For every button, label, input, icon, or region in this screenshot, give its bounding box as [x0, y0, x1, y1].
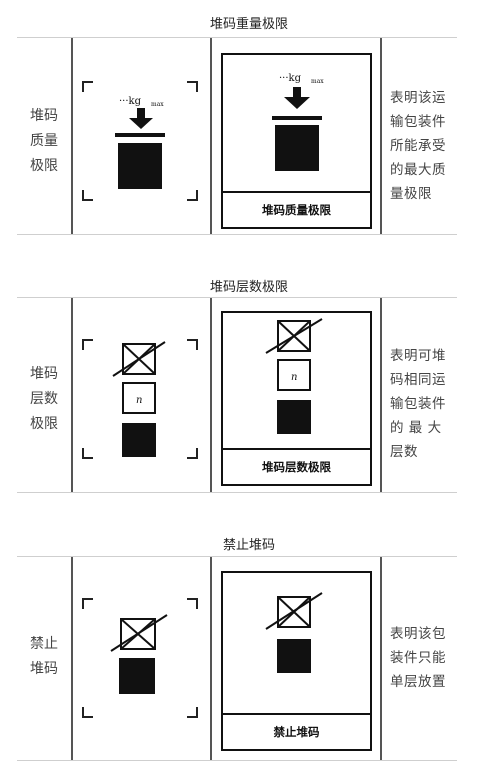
panel-caption: 堆码质量极限	[223, 191, 370, 227]
divider	[210, 298, 212, 493]
divider	[17, 234, 457, 235]
stacking-layer-limit-icon: n	[265, 318, 323, 434]
side-label-line: 极限	[30, 416, 58, 432]
divider	[71, 38, 73, 235]
layer-mark-text: n	[136, 395, 142, 406]
side-label-stack-mass: 堆码 质量 极限	[22, 104, 66, 179]
divider	[210, 557, 212, 760]
description-line: 所能承受	[390, 138, 446, 154]
mass-mark-text: ···kg	[279, 73, 302, 84]
panel-caption: 堆码层数极限	[223, 448, 370, 484]
panel-caption: 禁止堆码	[223, 713, 370, 749]
description-line: 量极限	[390, 186, 432, 202]
divider	[71, 298, 73, 493]
side-label-line: 层数	[30, 391, 58, 407]
side-label-no-stacking: 禁止 堆码	[22, 632, 66, 682]
description-line: 单层放置	[390, 674, 446, 690]
side-label-line: 质量	[30, 133, 58, 149]
divider	[210, 38, 212, 235]
divider	[17, 492, 457, 493]
stacking-mass-limit-icon: ···kg max	[272, 73, 324, 171]
side-label-stack-layers: 堆码 层数 极限	[22, 362, 66, 437]
stacking-mass-limit-panel: ···kg max 堆码质量极限	[221, 53, 372, 229]
divider	[17, 556, 457, 557]
stacking-mass-limit-icon: ···kg max	[82, 81, 198, 201]
layer-mark-text: n	[291, 372, 297, 383]
section-title-no-stacking: 禁止堆码	[222, 538, 275, 553]
description-line: 码相同运	[390, 372, 446, 388]
stacking-layer-limit-icon: n	[82, 339, 198, 459]
description-line: 的最大质	[390, 162, 446, 178]
do-not-stack-icon	[82, 598, 198, 718]
divider	[380, 557, 382, 760]
description-line: 表明可堆	[390, 348, 446, 364]
description-line: 输包装件	[390, 396, 446, 412]
description-no-stacking: 表明该包 装件只能 单层放置	[390, 622, 460, 694]
description-stack-mass: 表明该运 输包装件 所能承受 的最大质 量极限	[390, 86, 460, 206]
description-line: 装件只能	[390, 650, 446, 666]
side-label-line: 极限	[30, 158, 58, 174]
description-line: 的 最 大	[390, 420, 442, 436]
divider	[380, 298, 382, 493]
section-title-stack-mass: 堆码重量极限	[209, 17, 288, 32]
description-line: 表明该包	[390, 626, 446, 642]
divider	[17, 37, 457, 38]
stacking-layer-limit-panel: n 堆码层数极限	[221, 311, 372, 486]
mass-mark-text: ···kg	[119, 96, 142, 107]
mass-mark-subscript: max	[151, 101, 164, 108]
description-line: 表明该运	[390, 90, 446, 106]
divider	[71, 557, 73, 760]
description-stack-layers: 表明可堆 码相同运 输包装件 的 最 大 层数	[390, 344, 460, 464]
description-line: 层数	[390, 444, 418, 460]
side-label-line: 禁止	[30, 636, 58, 652]
do-not-stack-panel: 禁止堆码	[221, 571, 372, 751]
mass-mark-subscript: max	[311, 78, 324, 85]
side-label-line: 堆码	[30, 661, 58, 677]
do-not-stack-icon	[265, 592, 323, 673]
description-line: 输包装件	[390, 114, 446, 130]
divider	[17, 297, 457, 298]
divider	[17, 760, 457, 761]
side-label-line: 堆码	[30, 366, 58, 382]
divider	[380, 38, 382, 235]
section-title-stack-layers: 堆码层数极限	[209, 280, 288, 295]
side-label-line: 堆码	[30, 108, 58, 124]
